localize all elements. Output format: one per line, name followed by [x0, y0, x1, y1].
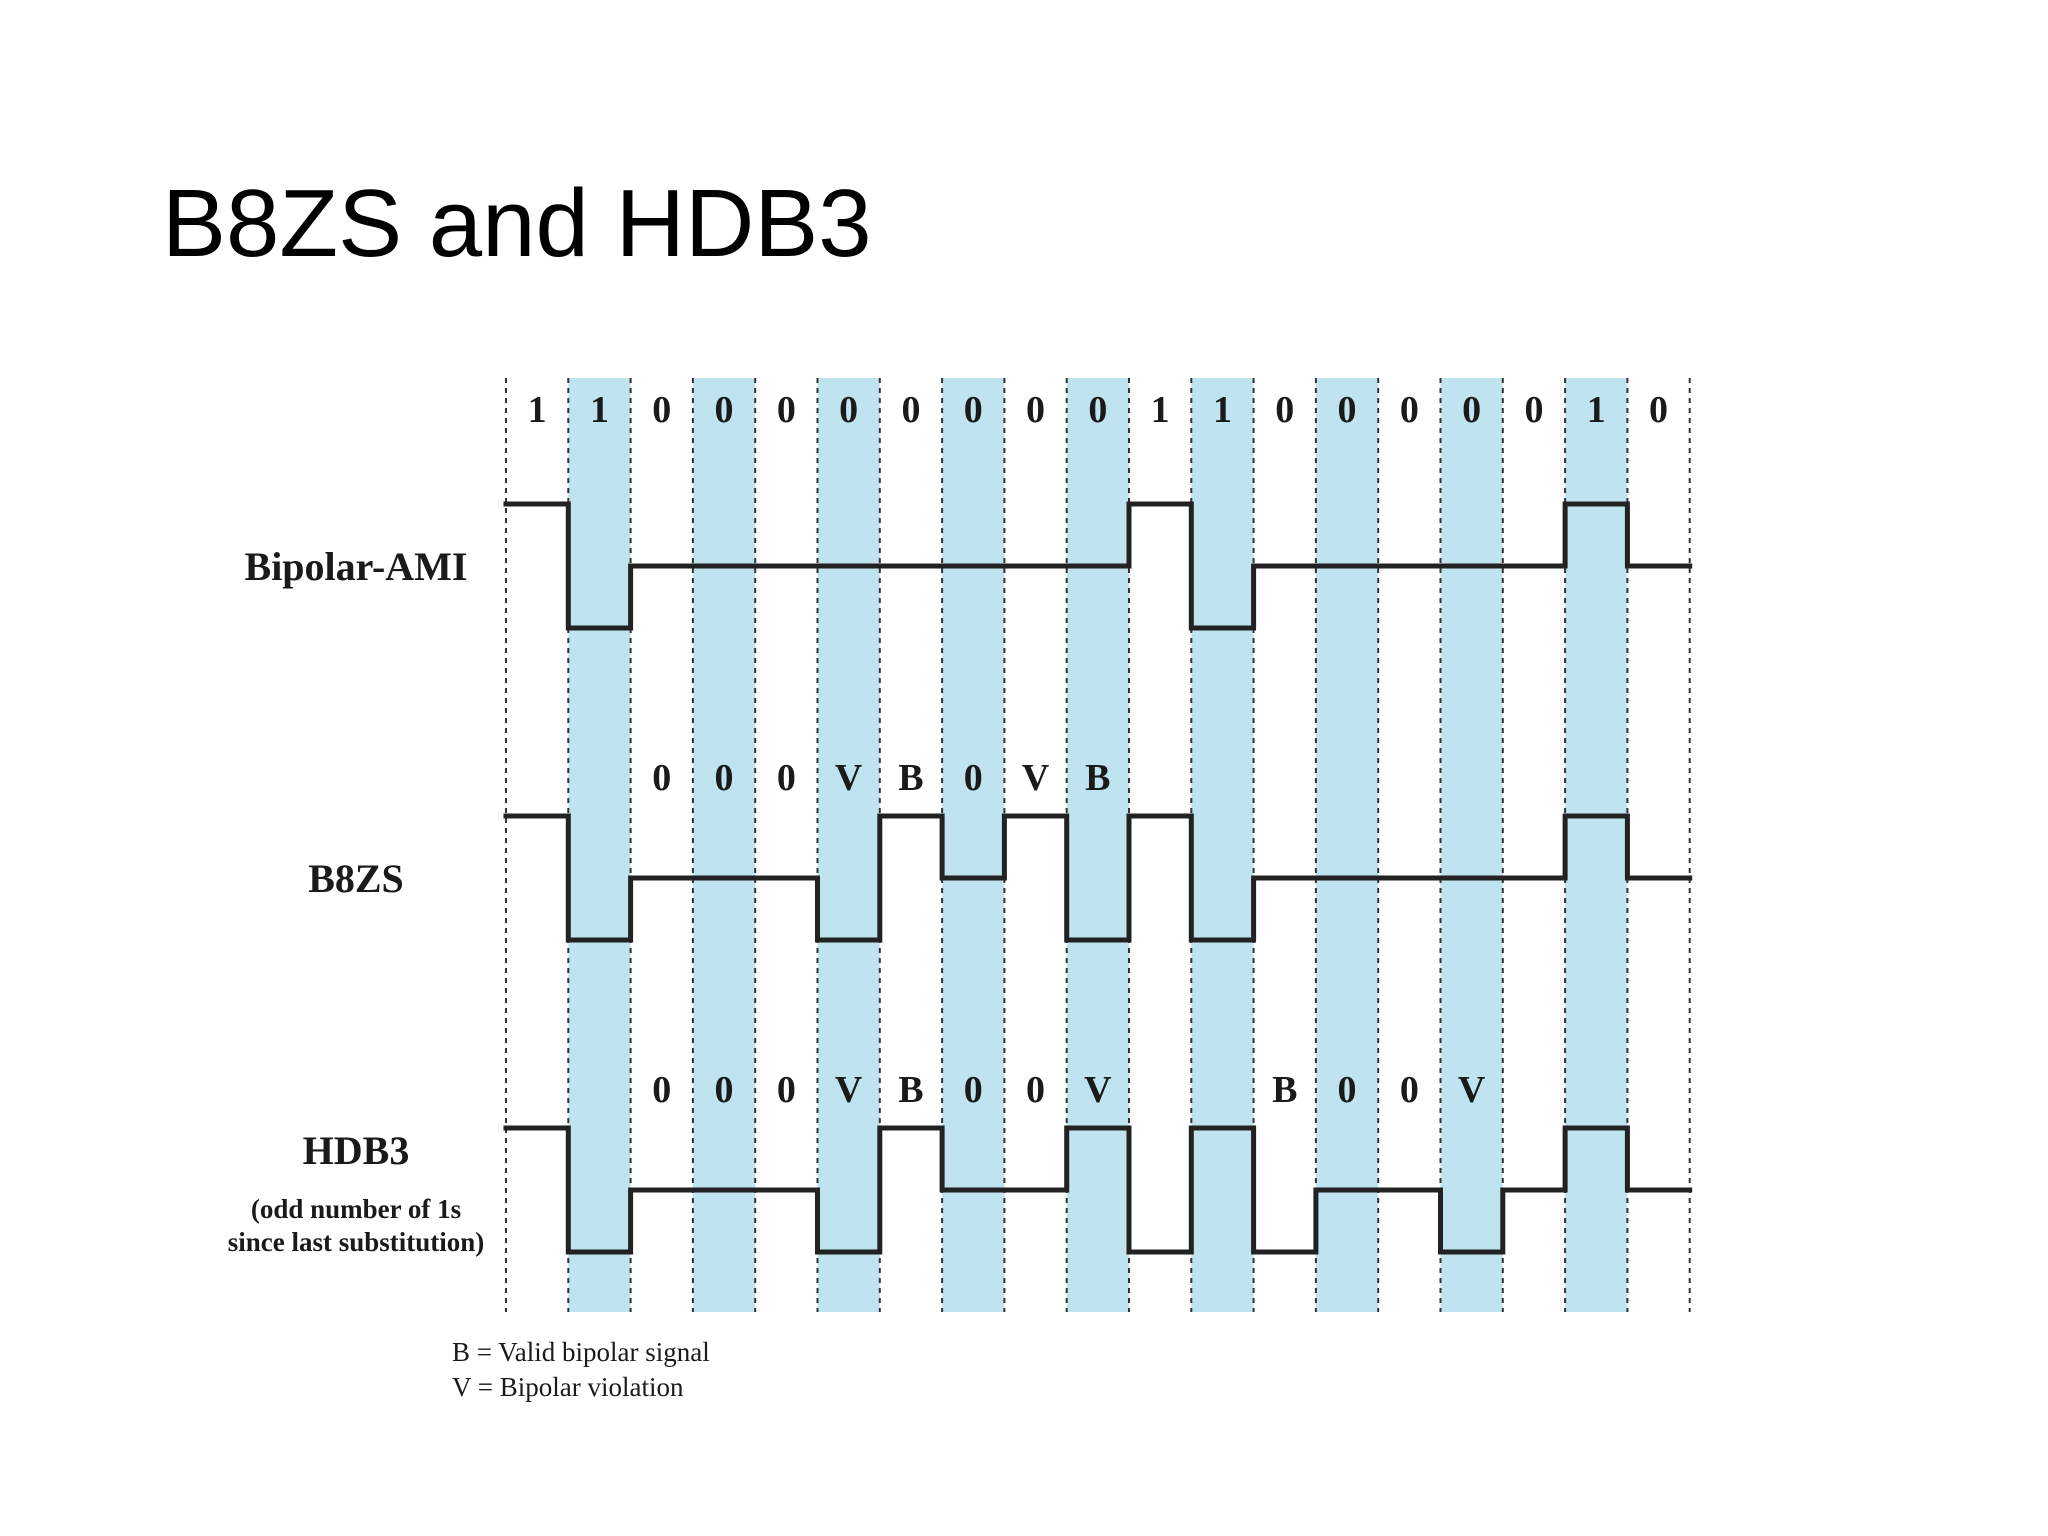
b8zs-symbol: 0: [652, 757, 671, 799]
bit-label: 1: [590, 389, 609, 431]
legend-line: V = Bipolar violation: [452, 1372, 684, 1402]
b8zs-symbol: 0: [715, 757, 734, 799]
hdb3-symbol: V: [1458, 1069, 1486, 1111]
bit-label: 0: [964, 389, 983, 431]
bit-label: 0: [777, 389, 796, 431]
shaded-band-13: [1315, 378, 1379, 1312]
b8zs-symbol: B: [898, 757, 923, 799]
hdb3-symbol: B: [898, 1069, 923, 1111]
bipolar-ami-label: Bipolar-AMI: [245, 544, 468, 589]
hdb3-symbol: 0: [1400, 1069, 1419, 1111]
legend-line: B = Valid bipolar signal: [452, 1337, 710, 1367]
bit-label: 0: [1649, 389, 1668, 431]
legend: B = Valid bipolar signal V = Bipolar viol…: [452, 1337, 710, 1402]
bit-label: 0: [1524, 389, 1543, 431]
hdb3-symbol: B: [1272, 1069, 1297, 1111]
hdb3-symbol: 0: [1026, 1069, 1045, 1111]
row-labels: Bipolar-AMI B8ZS HDB3 (odd number of 1ssinc…: [228, 544, 485, 1257]
bit-label: 0: [839, 389, 858, 431]
shaded-band-3: [692, 378, 756, 1312]
bit-sequence: 1 1 0 0 0 0 0 0 0 0 1 1 0 0 0 0 0 1 0: [528, 389, 1668, 431]
b8zs-symbol: B: [1085, 757, 1110, 799]
bit-label: 1: [1587, 389, 1606, 431]
bit-label: 0: [1275, 389, 1294, 431]
hdb3-sublabel: since last substitution): [228, 1227, 485, 1257]
hdb3-symbol: 0: [1338, 1069, 1357, 1111]
hdb3-symbol: 0: [715, 1069, 734, 1111]
hdb3-sublabel: (odd number of 1s: [251, 1194, 461, 1224]
bit-label: 0: [715, 389, 734, 431]
bit-label: 0: [1462, 389, 1481, 431]
bit-label: 0: [1088, 389, 1107, 431]
bit-label: 0: [1400, 389, 1419, 431]
shaded-band-7: [942, 378, 1005, 1312]
bit-label: 1: [528, 389, 547, 431]
bit-label: 0: [1026, 389, 1045, 431]
bit-label: 0: [652, 389, 671, 431]
shaded-band-11: [1191, 378, 1254, 1312]
shaded-band-1: [568, 378, 631, 1312]
shaded-band-5: [817, 378, 880, 1312]
hdb3-label: HDB3: [303, 1128, 410, 1173]
b8zs-symbol: V: [1022, 757, 1050, 799]
shaded-band-17: [1565, 378, 1628, 1312]
b8zs-waveform: [503, 813, 1693, 943]
hdb3-symbol: V: [1084, 1069, 1112, 1111]
bit-label: 0: [1338, 389, 1357, 431]
b8zs-symbol: 0: [777, 757, 796, 799]
bit-label: 1: [1213, 389, 1232, 431]
b8zs-symbol: 0: [964, 757, 983, 799]
hdb3-symbol: 0: [777, 1069, 796, 1111]
bit-label: 0: [901, 389, 920, 431]
shaded-band-15: [1440, 378, 1503, 1312]
shaded-band-9: [1066, 378, 1129, 1312]
hdb3-symbol: V: [835, 1069, 863, 1111]
shaded-bit-bands: [568, 378, 1628, 1312]
b8zs-label: B8ZS: [308, 856, 404, 901]
b8zs-symbol: V: [835, 757, 863, 799]
hdb3-symbol: 0: [652, 1069, 671, 1111]
slide-title: B8ZS and HDB3: [162, 170, 872, 277]
hdb3-waveform: [503, 1125, 1693, 1255]
hdb3-symbol: 0: [964, 1069, 983, 1111]
waveforms: [503, 501, 1693, 1255]
bit-label: 1: [1151, 389, 1170, 431]
bipolar-ami-waveform: [503, 501, 1693, 631]
